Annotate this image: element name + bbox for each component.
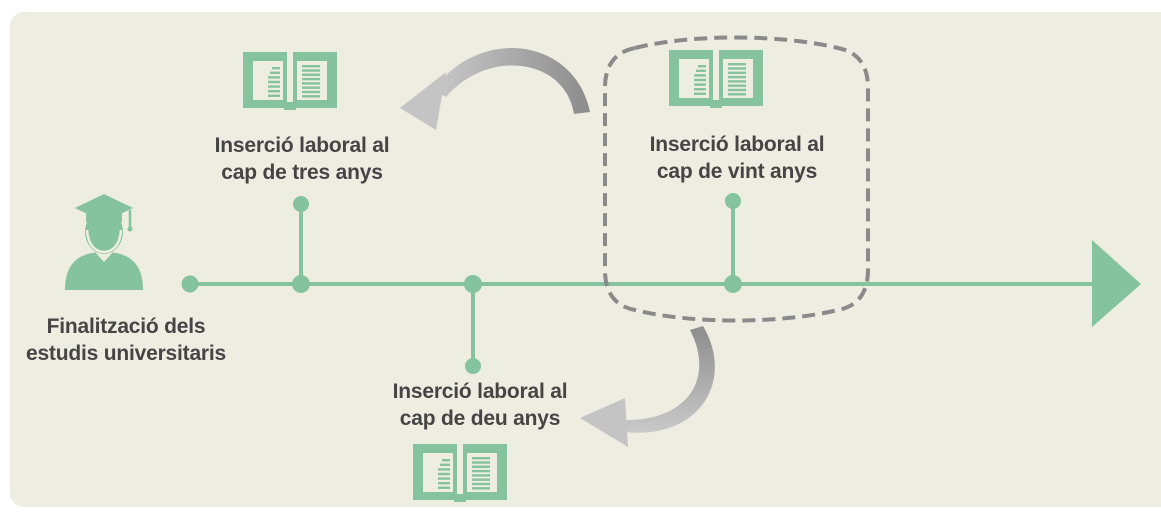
diagram-background [10, 12, 1161, 507]
milestone-label-line1: Inserció laboral al [649, 133, 825, 156]
highlight-dashed-border [603, 35, 870, 323]
curved-arrow-icon [400, 48, 590, 130]
start-label: Finalització dels estudis universitaris [0, 313, 256, 367]
milestone-label-vint: Inserció laboral al cap de vint anys [607, 131, 867, 185]
timeline-node [293, 196, 309, 212]
milestone-label-line1: Inserció laboral al [214, 134, 390, 157]
milestone-label-deu: Inserció laboral al cap de deu anys [350, 378, 610, 432]
milestone-label-line2: cap de tres anys [221, 161, 383, 184]
milestone-label-tres: Inserció laboral al cap de tres anys [172, 132, 432, 186]
start-label-line1: Finalització dels [46, 315, 206, 338]
arrow-head-icon [1092, 240, 1141, 327]
start-label-line2: estudis universitaris [25, 342, 227, 365]
milestone-label-line2: cap de vint anys [656, 160, 818, 183]
timeline-node [292, 275, 310, 293]
open-book-icon [413, 444, 507, 502]
curved-arrow-icon [580, 326, 715, 447]
timeline-node [725, 193, 741, 209]
graduate-icon [65, 194, 143, 290]
timeline-node [465, 358, 481, 374]
open-book-icon [243, 52, 337, 110]
milestone-label-line1: Inserció laboral al [392, 380, 568, 403]
timeline-node [181, 275, 199, 293]
milestone-label-line2: cap de deu anys [399, 407, 561, 430]
timeline-node [464, 275, 482, 293]
timeline-node [724, 275, 742, 293]
open-book-icon [669, 50, 763, 108]
